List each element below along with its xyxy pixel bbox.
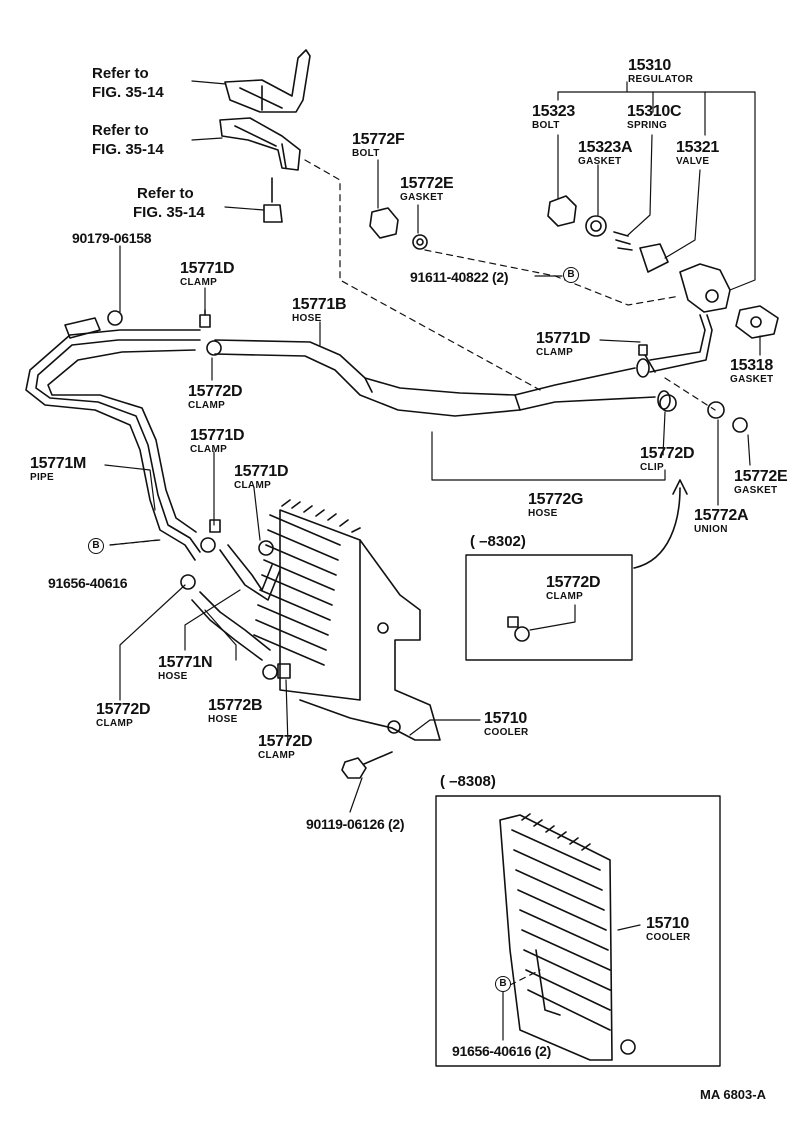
label-15771n-hose: 15771N HOSE	[158, 654, 213, 682]
label-90179-06158: 90179-06158	[72, 230, 152, 246]
leader-lines	[104, 81, 761, 1041]
regulator-assembly-illustration	[547, 195, 779, 339]
label-15772e-gasket-right: 15772E GASKET	[734, 468, 788, 496]
label-15771d-clamp-1: 15771D CLAMP	[180, 260, 235, 288]
ref-fig-35-14-lower: Refer to FIG. 35-14	[133, 185, 205, 221]
label-15772d-clip: 15772D CLIP	[640, 445, 695, 473]
figure-code: MA 6803-A	[700, 1087, 766, 1102]
hose-clamps-illustration	[199, 309, 748, 433]
label-15772e-gasket-top: 15772E GASKET	[400, 175, 454, 203]
inset-pointer-arrow	[633, 479, 688, 569]
label-15772f-bolt: 15772F BOLT	[352, 131, 405, 159]
label-15310-regulator: 15310 REGULATOR	[628, 57, 694, 85]
banjo-bolt-illustration	[369, 207, 428, 250]
label-15771b-hose: 15771B HOSE	[292, 296, 347, 324]
inset-box-8308	[435, 795, 721, 1067]
label-15323a-gasket: 15323A GASKET	[578, 139, 633, 167]
middle-bracket-illustration	[219, 117, 301, 171]
label-15772d-clamp-1: 15772D CLAMP	[188, 383, 243, 411]
main-hose-illustration	[214, 314, 713, 417]
label-15771d-clamp-4: 15771D CLAMP	[234, 463, 289, 491]
ref-fig-35-14-middle: Refer to FIG. 35-14	[92, 122, 164, 158]
label-15772d-clamp-2: 15772D CLAMP	[96, 701, 151, 729]
label-15772a-union: 15772A UNION	[694, 507, 749, 535]
label-15772d-inset: 15772D CLAMP	[546, 574, 601, 602]
label-15771d-clamp-3: 15771D CLAMP	[190, 427, 245, 455]
upper-cooler-illustration	[253, 499, 441, 741]
label-15321-valve: 15321 VALVE	[676, 139, 719, 167]
label-91611-40822: 91611-40822 (2)	[410, 269, 509, 285]
ref-fig-35-14-upper: Refer to FIG. 35-14	[92, 65, 164, 101]
badge-b-91656-inset: B	[495, 976, 511, 992]
label-15310c-spring: 15310C SPRING	[627, 103, 682, 131]
label-15771m-pipe: 15771M PIPE	[30, 455, 87, 483]
lower-cooler-illustration	[499, 813, 636, 1061]
label-15710-cooler-lower: 15710 COOLER	[646, 915, 691, 943]
inset-label-8308: ( –8308)	[440, 773, 496, 790]
label-15772d-clamp-3: 15772D CLAMP	[258, 733, 313, 761]
badge-b-91611: B	[563, 267, 579, 283]
inset-box-8302	[465, 554, 633, 661]
label-91656-40616-2: 91656-40616 (2)	[452, 1043, 552, 1059]
label-91656-40616: 91656-40616	[48, 575, 128, 591]
badge-b-91656: B	[88, 538, 104, 554]
label-15771d-clamp-2: 15771D CLAMP	[536, 330, 591, 358]
bolt-illustration	[263, 177, 283, 223]
label-15318-gasket: 15318 GASKET	[730, 357, 774, 385]
label-90119-06126: 90119-06126 (2)	[306, 816, 405, 832]
inset-clamp-illustration	[507, 616, 530, 642]
upper-bracket-illustration	[224, 49, 311, 113]
label-15772g-hose: 15772G HOSE	[528, 491, 584, 519]
ref-leaders	[191, 80, 265, 211]
label-15772b-hose: 15772B HOSE	[208, 697, 263, 725]
cooler-pipes-illustration	[25, 310, 201, 561]
inset-label-8302: ( –8302)	[470, 533, 526, 550]
label-15710-cooler-upper: 15710 COOLER	[484, 710, 529, 738]
cooler-bolt-illustration	[341, 751, 393, 779]
label-15323-bolt: 15323 BOLT	[532, 103, 575, 131]
